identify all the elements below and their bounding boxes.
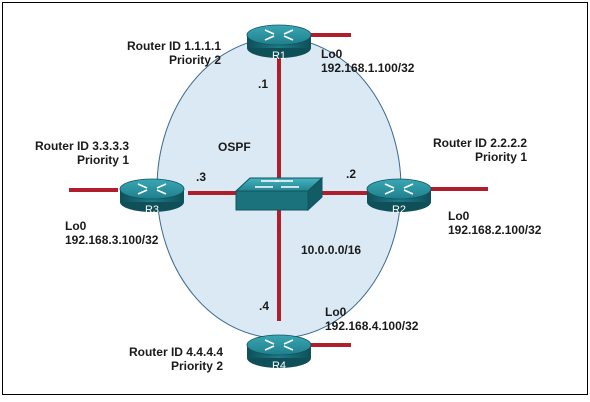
- router-id-label: Router ID 2.2.2.2: [432, 136, 527, 150]
- router-id-label: Router ID 3.3.3.3: [34, 139, 129, 153]
- router-name-r3: R3: [145, 204, 159, 216]
- subnet-label: 10.0.0.0/16: [301, 243, 362, 257]
- loopback-address: 192.168.2.100/32: [448, 223, 542, 237]
- ospf-label: OSPF: [218, 140, 251, 154]
- switch-arrows-icon: [255, 180, 299, 188]
- router-r4: [246, 334, 312, 368]
- interface-suffix-r3: .3: [196, 170, 207, 184]
- router-r4-info: Router ID 4.4.4.4 Priority 2: [129, 345, 223, 373]
- router-r4-loopback: Lo0 192.168.4.100/32: [325, 305, 418, 333]
- router-r1: [246, 24, 312, 58]
- router-r1-loopback: Lo0 192.168.1.100/32: [321, 47, 414, 75]
- loopback-name: Lo0: [448, 209, 470, 223]
- loopback-address: 192.168.1.100/32: [321, 61, 415, 75]
- router-arrows-icon: [137, 183, 167, 195]
- router-r2: [366, 178, 432, 212]
- switch: [234, 176, 324, 212]
- router-r3-info: Router ID 3.3.3.3 Priority 1: [35, 139, 129, 167]
- router-name-r1: R1: [272, 50, 286, 62]
- priority-label: Priority 1: [474, 150, 527, 164]
- router-arrows-icon: [384, 183, 414, 195]
- priority-label: Priority 1: [76, 153, 129, 167]
- interface-suffix-r1: .1: [258, 77, 269, 91]
- priority-label: Priority 2: [170, 359, 223, 373]
- router-r3-loopback: Lo0 192.168.3.100/32: [65, 219, 158, 247]
- router-r1-info: Router ID 1.1.1.1 Priority 2: [127, 39, 221, 67]
- router-id-label: Router ID 1.1.1.1: [126, 39, 221, 53]
- interface-suffix-r2: .2: [346, 167, 357, 181]
- router-name-r2: R2: [392, 204, 406, 216]
- router-r2-info: Router ID 2.2.2.2 Priority 1: [433, 136, 527, 164]
- router-r3: [119, 178, 185, 212]
- priority-label: Priority 2: [168, 53, 221, 67]
- topology-drawing: R1 R2 R3 R4: [69, 24, 488, 372]
- router-r2-loopback: Lo0 192.168.2.100/32: [448, 209, 541, 237]
- loopback-address: 192.168.3.100/32: [65, 233, 159, 247]
- loopback-name: Lo0: [325, 305, 347, 319]
- router-arrows-icon: [264, 339, 294, 351]
- loopback-address: 192.168.4.100/32: [325, 319, 419, 333]
- router-id-label: Router ID 4.4.4.4: [128, 345, 223, 359]
- loopback-name: Lo0: [321, 47, 343, 61]
- network-diagram: R1 R2 R3 R4 Router ID 1.1.1.1 Priority 2…: [2, 2, 588, 395]
- loopback-name: Lo0: [65, 219, 87, 233]
- router-name-r4: R4: [272, 360, 286, 372]
- router-arrows-icon: [264, 29, 294, 41]
- interface-suffix-r4: .4: [259, 299, 270, 313]
